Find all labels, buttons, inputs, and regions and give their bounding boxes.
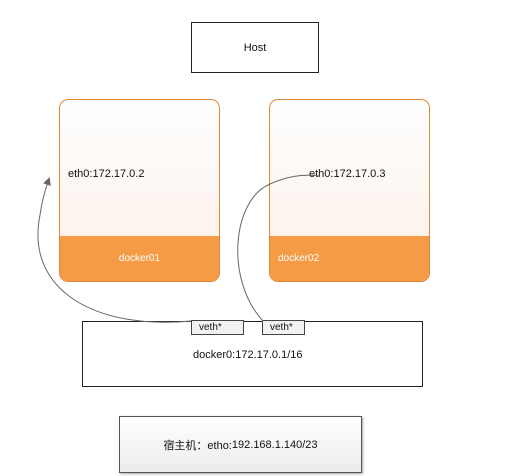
bridge-prefix: docker0:: [193, 349, 236, 361]
veth-label: veth*: [199, 322, 222, 333]
container-interface-label: eth0:172.17.0.2: [68, 168, 145, 180]
veth-interface-1: veth*: [191, 320, 244, 335]
veth-label: veth*: [270, 322, 293, 333]
veth-interface-2: veth*: [262, 320, 305, 335]
host-label: Host: [243, 41, 267, 54]
bridge-address: 172.17.0.1/16: [235, 349, 303, 361]
host-box: Host: [191, 22, 319, 73]
container-docker01: eth0:172.17.0.2 docker01: [59, 99, 220, 282]
docker0-bridge-box: docker0:172.17.0.1/16: [82, 321, 423, 387]
container-name-bar: docker02: [270, 236, 429, 281]
container-name-label: docker02: [278, 253, 320, 264]
container-name-label: docker01: [118, 253, 161, 264]
host-nic-prefix: 宿主机：etho:: [163, 439, 232, 452]
container-name-bar: docker01: [60, 236, 219, 281]
host-nic-box: 宿主机：etho:192.168.1.140/23: [119, 416, 362, 473]
bridge-label: docker0:172.17.0.1/16: [193, 349, 303, 361]
container-interface-label: eth0:172.17.0.3: [309, 168, 386, 180]
host-nic-address: 192.168.1.140/23: [231, 438, 318, 451]
container-docker02: eth0:172.17.0.3 docker02: [269, 99, 430, 282]
